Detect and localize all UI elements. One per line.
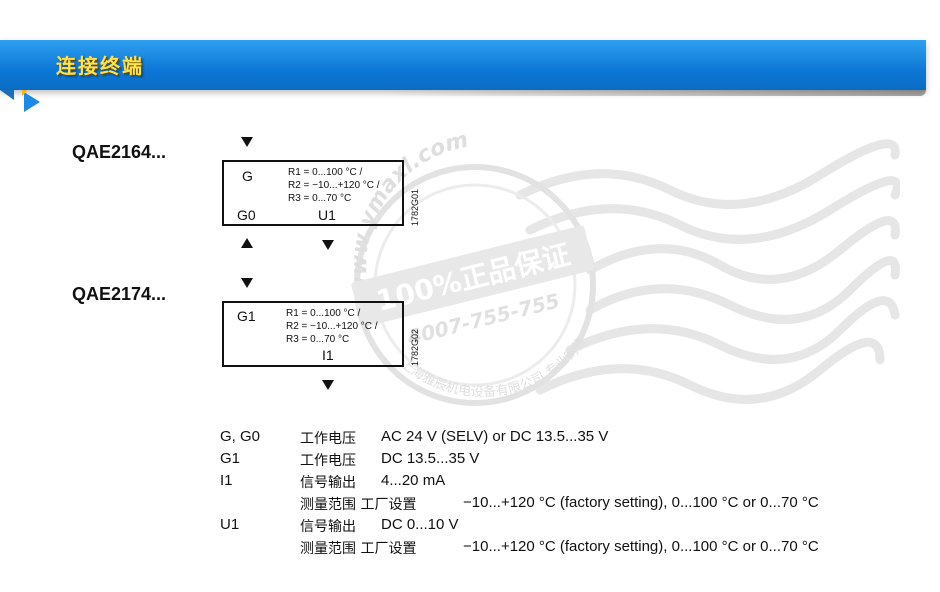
legend-term: G1 — [220, 450, 241, 467]
model-label-qae2164: QAE2164... — [72, 142, 167, 162]
legend-value: DC 0...10 V — [381, 516, 459, 533]
legend-label: 工作电压 — [300, 453, 356, 469]
legend-value: AC 24 V (SELV) or DC 13.5...35 V — [381, 428, 609, 445]
pin-g1: G1 — [237, 308, 256, 324]
legend-label: 工作电压 — [300, 431, 356, 447]
range-r2: R2 = −10...+120 °C / — [288, 180, 380, 191]
input-arrow-down-icon-2 — [241, 278, 253, 288]
range-r1: R1 = 0...100 °C / — [288, 167, 363, 178]
diagram-code-2: 1782G02 — [410, 328, 420, 366]
banner-shadow — [380, 90, 926, 96]
output-arrow-up-icon — [241, 238, 253, 248]
terminal-box-qae2164: G G0 U1 R1 = 0...100 °C / R2 = −10...+12… — [222, 160, 404, 226]
legend-label: 信号输出 — [300, 519, 356, 535]
range-r1-2: R1 = 0...100 °C / — [286, 308, 361, 319]
output-arrow-down-icon — [322, 240, 334, 250]
corner-accent-icon — [22, 90, 28, 96]
watermark-stamp: www.ymaxl.com 100%正品保证 4007-755-755 上海雅辰… — [340, 135, 900, 406]
pin-u1: U1 — [318, 207, 336, 223]
legend-label: 信号输出 — [300, 475, 356, 491]
pin-g: G — [242, 168, 253, 184]
legend-term: I1 — [220, 472, 233, 489]
legend-value: 4...20 mA — [381, 472, 446, 489]
legend-term: G, G0 — [220, 428, 261, 445]
range-r3: R3 = 0...70 °C — [288, 193, 352, 204]
corner-flag-icon — [24, 92, 40, 112]
diagram-code-1: 1782G01 — [410, 188, 420, 226]
model-label-qae2174: QAE2174... — [72, 284, 167, 304]
legend-value: −10...+120 °C (factory setting), 0...100… — [463, 494, 819, 511]
page-title: 连接终端 — [56, 54, 144, 78]
legend-term: U1 — [220, 516, 240, 533]
input-arrow-down-icon — [241, 137, 253, 147]
legend-label: 测量范围 工厂设置 — [300, 541, 417, 557]
legend-value: DC 13.5...35 V — [381, 450, 480, 467]
range-r2-2: R2 = −10...+120 °C / — [286, 321, 378, 332]
output-arrow-down-icon-2 — [322, 380, 334, 390]
legend-value: −10...+120 °C (factory setting), 0...100… — [463, 538, 819, 555]
header-banner — [0, 40, 926, 90]
banner-fold — [0, 90, 14, 100]
terminal-box-qae2174: G1 I1 R1 = 0...100 °C / R2 = −10...+120 … — [222, 301, 404, 367]
range-r3-2: R3 = 0...70 °C — [286, 334, 350, 345]
legend-label: 测量范围 工厂设置 — [300, 497, 417, 513]
pin-i1: I1 — [322, 347, 334, 363]
pin-g0: G0 — [237, 207, 256, 223]
